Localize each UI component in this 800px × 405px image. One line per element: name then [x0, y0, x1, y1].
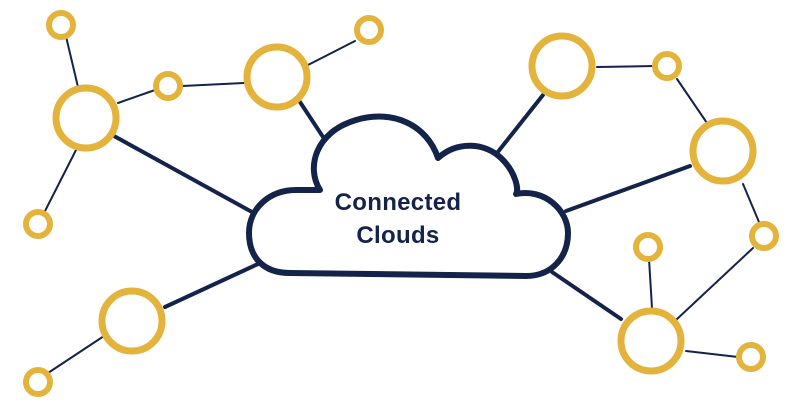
central-cloud: Connected Clouds [246, 113, 571, 279]
node-right-hub [689, 117, 757, 185]
nodes [23, 10, 779, 397]
node-top-hub [243, 43, 311, 111]
connector-cloud-to-lower-left-hub [163, 262, 260, 309]
link-edge-small-lower-right-hub [675, 247, 754, 321]
cloud-connectors [112, 93, 692, 321]
link-left-hub-small-mid [117, 89, 156, 104]
cloud-label-line2: Clouds [356, 222, 439, 249]
node-bottom-left-small [23, 367, 53, 397]
node-lower-right-top-small [633, 232, 663, 262]
node-top-left-small [46, 10, 76, 40]
link-right-hub-edge-small [742, 183, 760, 223]
node-upper-right-small [652, 51, 682, 81]
cloud-label-line1: Connected [335, 189, 462, 216]
link-lower-right-hub-top-small [648, 258, 653, 309]
connector-cloud-to-left-hub [112, 134, 254, 214]
link-lower-right-hub-bottom-small [685, 350, 739, 358]
node-lower-left-hub [98, 287, 166, 355]
node-connectors [43, 27, 760, 374]
link-small-mid-top-hub [181, 82, 245, 87]
link-top-hub-far-small [305, 40, 356, 67]
node-bottom-right-small [736, 342, 766, 372]
node-left-bottom-small [23, 209, 53, 239]
connector-cloud-to-upper-right-hub [495, 93, 545, 155]
link-upper-right-small-right-hub [676, 78, 708, 124]
node-left-mid-small [153, 71, 183, 101]
cloud-icon [246, 113, 571, 279]
link-upper-right-hub-small [596, 65, 655, 68]
node-upper-right-hub [528, 32, 596, 100]
node-left-hub [52, 84, 120, 152]
connector-cloud-to-top-hub [298, 100, 329, 145]
connector-cloud-to-right-hub [564, 164, 692, 213]
connector-cloud-to-lower-right-hub [550, 270, 623, 321]
node-right-edge-small [749, 221, 779, 251]
node-top-right-small [354, 15, 384, 45]
node-lower-right-hub [617, 307, 685, 375]
link-lower-left-hub-corner-small [47, 335, 105, 374]
link-left-hub-bottom-small [43, 149, 77, 214]
